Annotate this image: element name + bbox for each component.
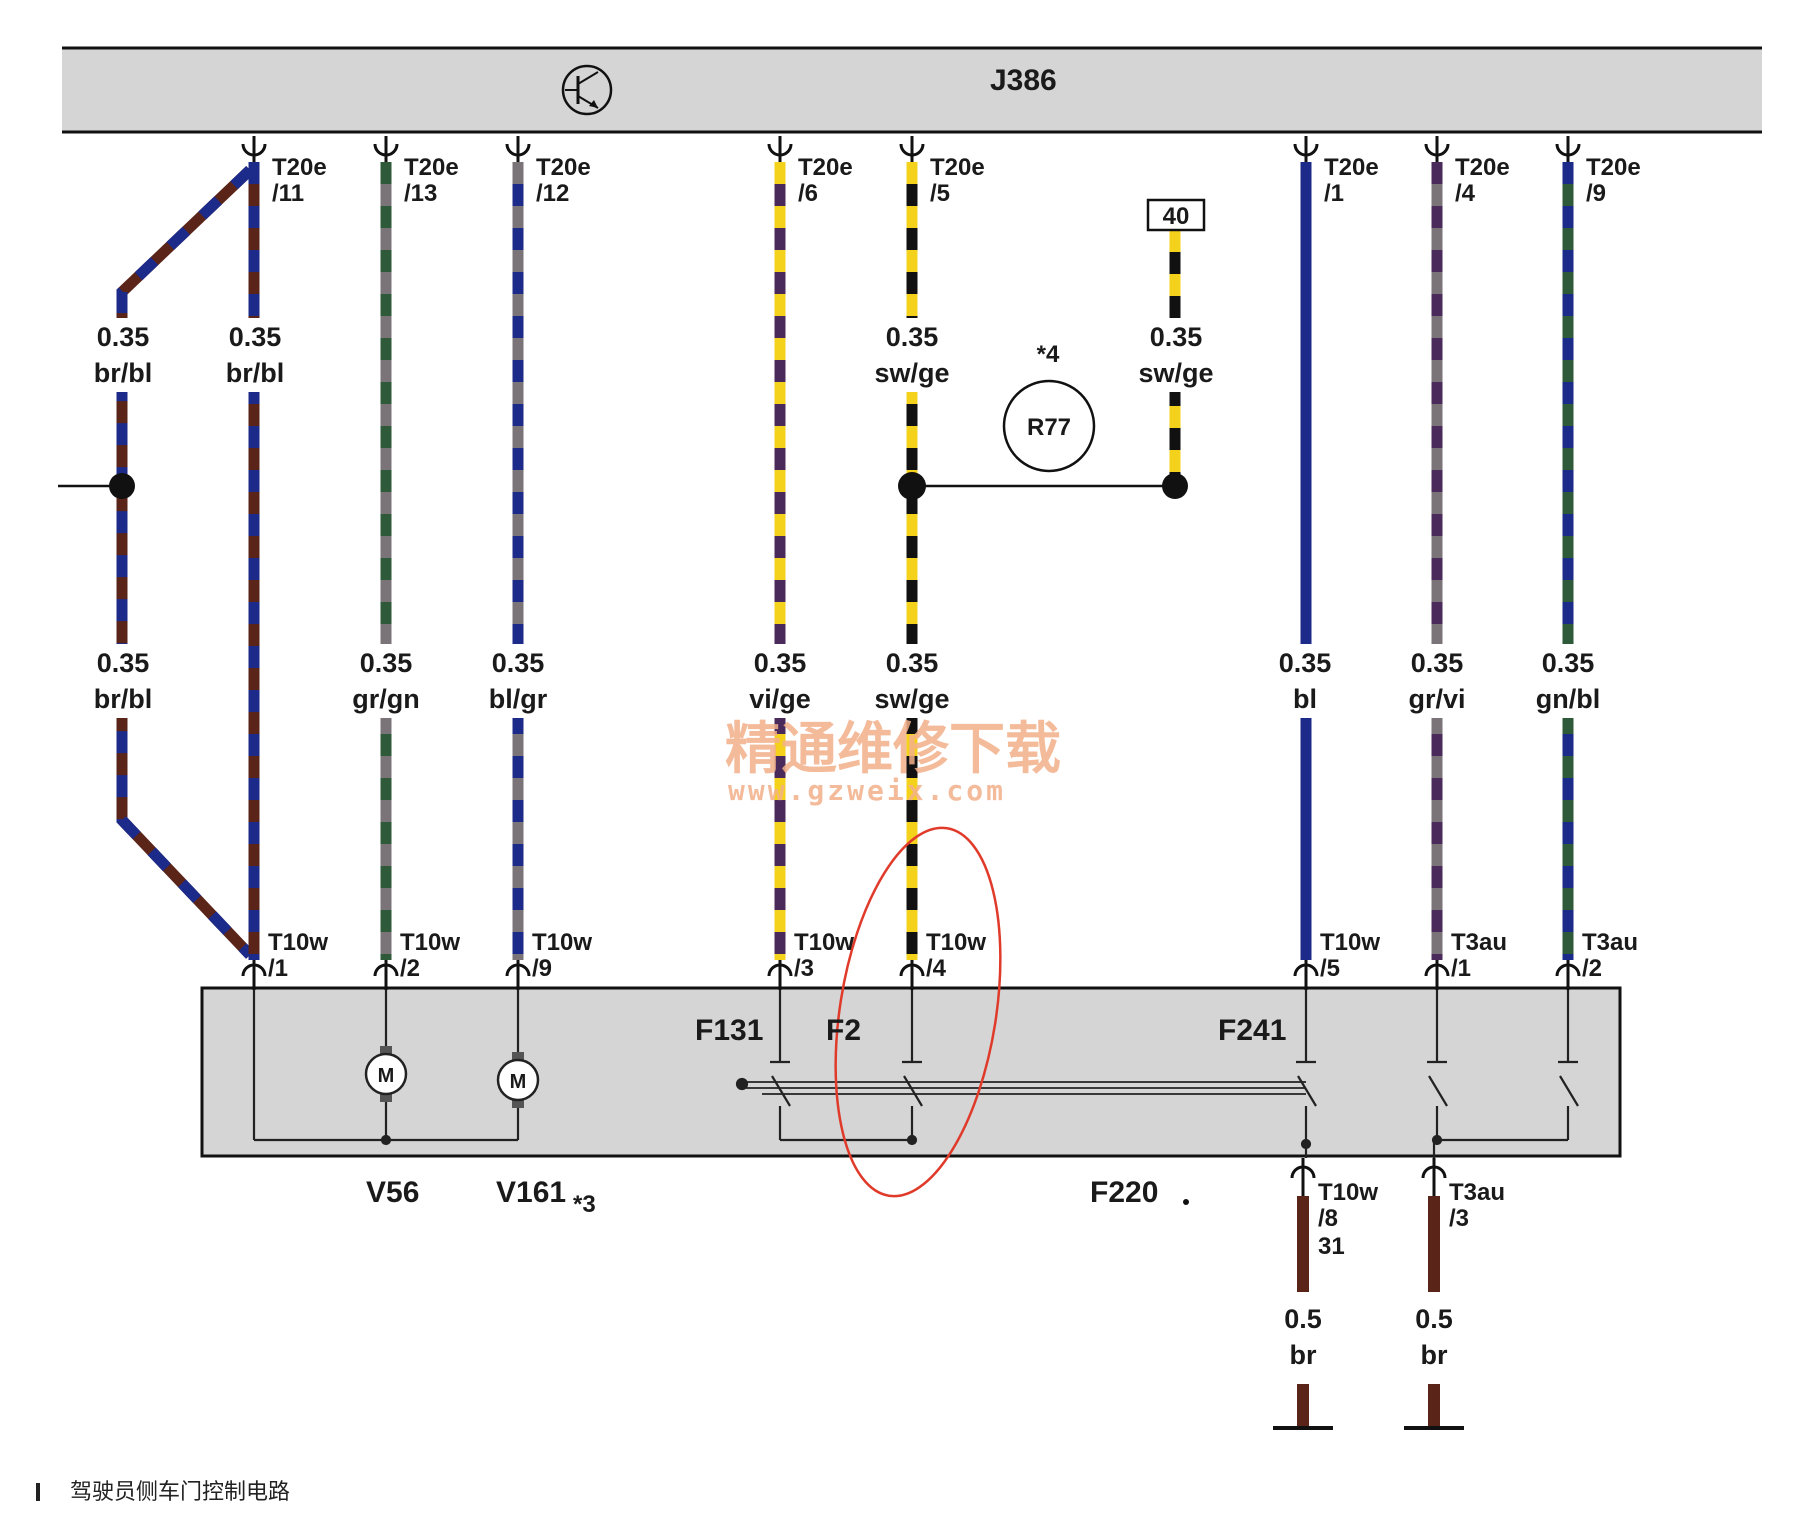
connector-icon: [899, 960, 925, 990]
label-pads: [88, 318, 1606, 1382]
wire-left-bypass: [116, 166, 254, 959]
terminal-40-box: 40: [1146, 198, 1206, 232]
resistor-r77: R77 *4: [1002, 341, 1096, 473]
connector-icon: [1424, 136, 1450, 162]
component-f2-label: F2: [826, 1014, 861, 1047]
pin-label: T20e/11: [272, 154, 327, 207]
pin-label: T10w/2: [400, 929, 460, 982]
motor-v56-symbol: M: [378, 1065, 395, 1087]
connector-icon: [1555, 136, 1581, 162]
module-label: J386: [990, 64, 1057, 97]
pin-label: T10w/9: [532, 929, 592, 982]
pin-label: T20e/5: [930, 154, 985, 207]
wire-harness: [58, 162, 1574, 1428]
switch-icon: [1297, 1075, 1317, 1107]
pin-label: T20e/1: [1324, 154, 1379, 207]
switch-icon: [1428, 1075, 1448, 1107]
connector-icon: [241, 136, 267, 162]
component-v56-label: V56: [366, 1176, 419, 1209]
junction-dot-icon: [1162, 473, 1188, 499]
connector-icon: [899, 136, 925, 162]
motor-v161-symbol: M: [510, 1071, 527, 1093]
r77-label: R77: [1027, 414, 1071, 441]
component-f131-label: F131: [695, 1014, 763, 1047]
connector-icon: [505, 960, 531, 990]
connector-icon: [1293, 136, 1319, 162]
pin-label: T20e/4: [1455, 154, 1510, 207]
pin-label: T3au/3: [1449, 1179, 1505, 1232]
highlight-ellipse: [834, 826, 1002, 1198]
junction-dot-icon: [898, 472, 926, 500]
pin-label: T10w/1: [268, 929, 328, 982]
connector-icon: [1555, 960, 1581, 990]
connector-icon: [241, 960, 267, 990]
component-v161-note: *3: [573, 1191, 596, 1218]
pin-label: T20e/12: [536, 154, 591, 207]
switch-icon: [1559, 1075, 1579, 1107]
pin-label: T20e/13: [404, 154, 459, 207]
component-f220-label: F220: [1090, 1176, 1158, 1209]
switch-icon: [903, 1075, 923, 1107]
watermark-url: www.gzweix.com: [728, 774, 1006, 807]
control-module-j386: J386: [62, 46, 1762, 134]
connector-icon: [373, 960, 399, 990]
connector-icon: [505, 136, 531, 162]
junction-dot-icon: [109, 473, 135, 499]
terminal-40-label: 40: [1163, 203, 1190, 230]
pin-label: T3au/2: [1582, 929, 1638, 982]
pin-label: T10w/3: [794, 929, 854, 982]
component-v161-label: V161: [496, 1176, 566, 1209]
connector-icon: [767, 960, 793, 990]
caption-text: 驾驶员侧车门控制电路: [70, 1480, 291, 1505]
motor-icon: M: [496, 1052, 540, 1108]
connector-icon: [1290, 1158, 1316, 1196]
pin-label: T3au/1: [1451, 929, 1507, 982]
component-f241-label: F241: [1218, 1014, 1286, 1047]
motor-icon: M: [364, 1046, 408, 1102]
connector-icon: [1293, 960, 1319, 990]
pin-label: T20e/6: [798, 154, 853, 207]
pin-label: T10w/5: [1320, 929, 1380, 982]
caption-bar: [36, 1483, 40, 1501]
watermark-cn: 精通维修下载: [725, 717, 1061, 782]
bullet-dot: [1183, 1199, 1189, 1205]
figure-caption: 驾驶员侧车门控制电路: [36, 1474, 290, 1506]
connector-icon: [373, 136, 399, 162]
connector-icon: [1421, 1158, 1447, 1196]
switch-icon: [771, 1075, 791, 1107]
connector-icon: [1424, 960, 1450, 990]
pin-label: T20e/9: [1586, 154, 1641, 207]
pin-label: T10w/4: [926, 929, 986, 982]
transistor-symbol-icon: [561, 64, 613, 116]
r77-note: *4: [1037, 341, 1060, 368]
connector-icon: [767, 136, 793, 162]
